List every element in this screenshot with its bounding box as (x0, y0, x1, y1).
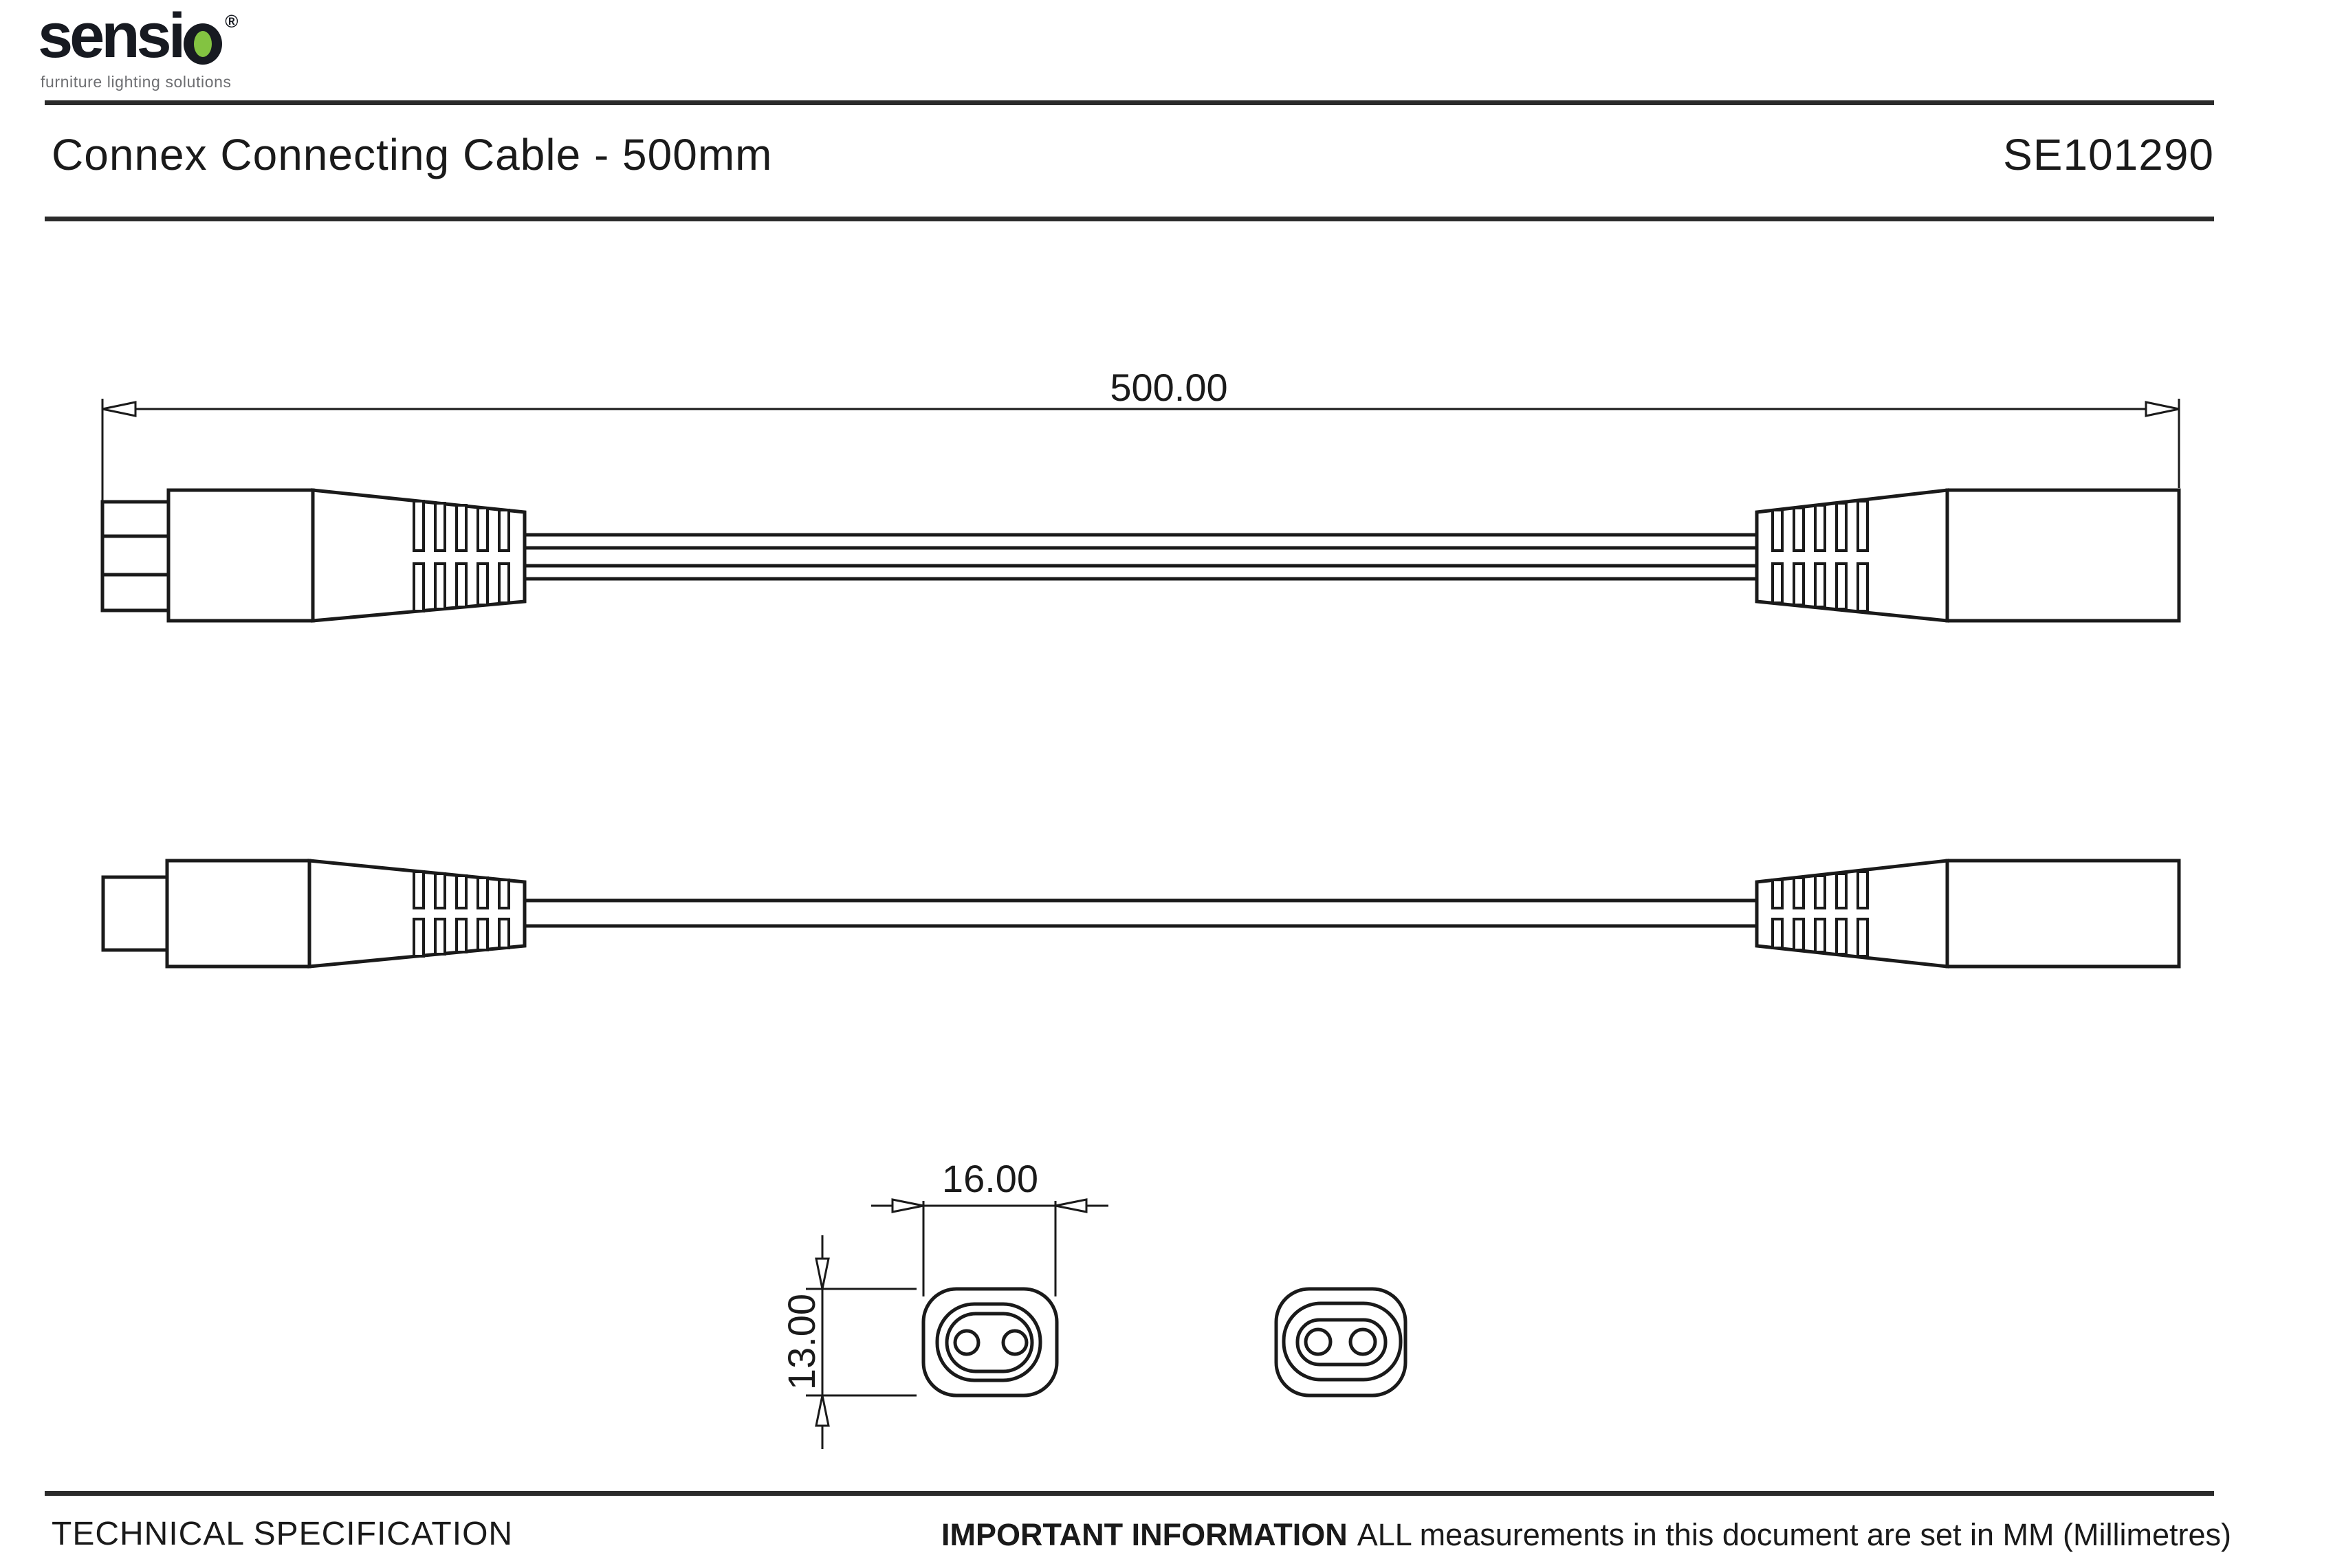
header-rule-top (45, 100, 2214, 105)
dim16-arrow-right (1055, 1198, 1088, 1213)
side-view-male-connector (101, 859, 527, 969)
dimension-13-label: 13.00 (780, 1294, 823, 1390)
dim13-arrow-top (815, 1257, 830, 1290)
footer-rule (45, 1491, 2214, 1496)
top-view-cable (525, 533, 1757, 581)
connector-end-view-male (1274, 1287, 1408, 1398)
dimension-13: 13.00 (780, 1235, 917, 1449)
footer-measurement-note: ALL measurements in this document are se… (1357, 1517, 2231, 1552)
connector-end-view-female (921, 1287, 1059, 1398)
top-view-female-connector (1755, 488, 2181, 623)
side-view (101, 859, 2181, 969)
dim16-arrow-left (891, 1198, 924, 1213)
pin-hole-right (1001, 1329, 1029, 1356)
dimension-16-label: 16.00 (942, 1157, 1038, 1200)
end-views: 16.00 13.00 (780, 1157, 1408, 1449)
dimension-500-label: 500.00 (1110, 366, 1227, 409)
page-title: Connex Connecting Cable - 500mm (52, 130, 773, 179)
dimension-16: 16.00 (871, 1157, 1108, 1296)
header-rule-bottom (45, 217, 2214, 221)
logo-wordmark: sensi (38, 1, 186, 71)
top-view-male-connector (100, 488, 527, 623)
logo-o-green-dot (194, 31, 212, 57)
footer-important-label: IMPORTANT INFORMATION (941, 1517, 1348, 1552)
footer-important-information: IMPORTANT INFORMATION ALL measurements in… (941, 1517, 2231, 1553)
top-view: 500.00 (100, 366, 2181, 623)
registered-trademark-icon: ® (225, 11, 239, 32)
pin-left (1304, 1327, 1333, 1356)
footer-section-label: TECHNICAL SPECIFICATION (52, 1516, 514, 1552)
logo-o-icon (184, 23, 223, 65)
dimension-500: 500.00 (101, 366, 2180, 500)
pin-hole-left (953, 1329, 981, 1356)
dim-arrow-left (102, 401, 137, 417)
side-view-female-connector (1755, 859, 2181, 969)
pin-right (1348, 1327, 1377, 1356)
dim13-arrow-bottom (815, 1395, 830, 1427)
product-code: SE101290 (2003, 130, 2214, 179)
dim-arrow-right (2145, 401, 2180, 417)
logo-tagline: furniture lighting solutions (41, 73, 232, 91)
side-view-cable (525, 898, 1757, 928)
sensio-logo: sensi ® furniture lighting solutions (38, 4, 238, 91)
